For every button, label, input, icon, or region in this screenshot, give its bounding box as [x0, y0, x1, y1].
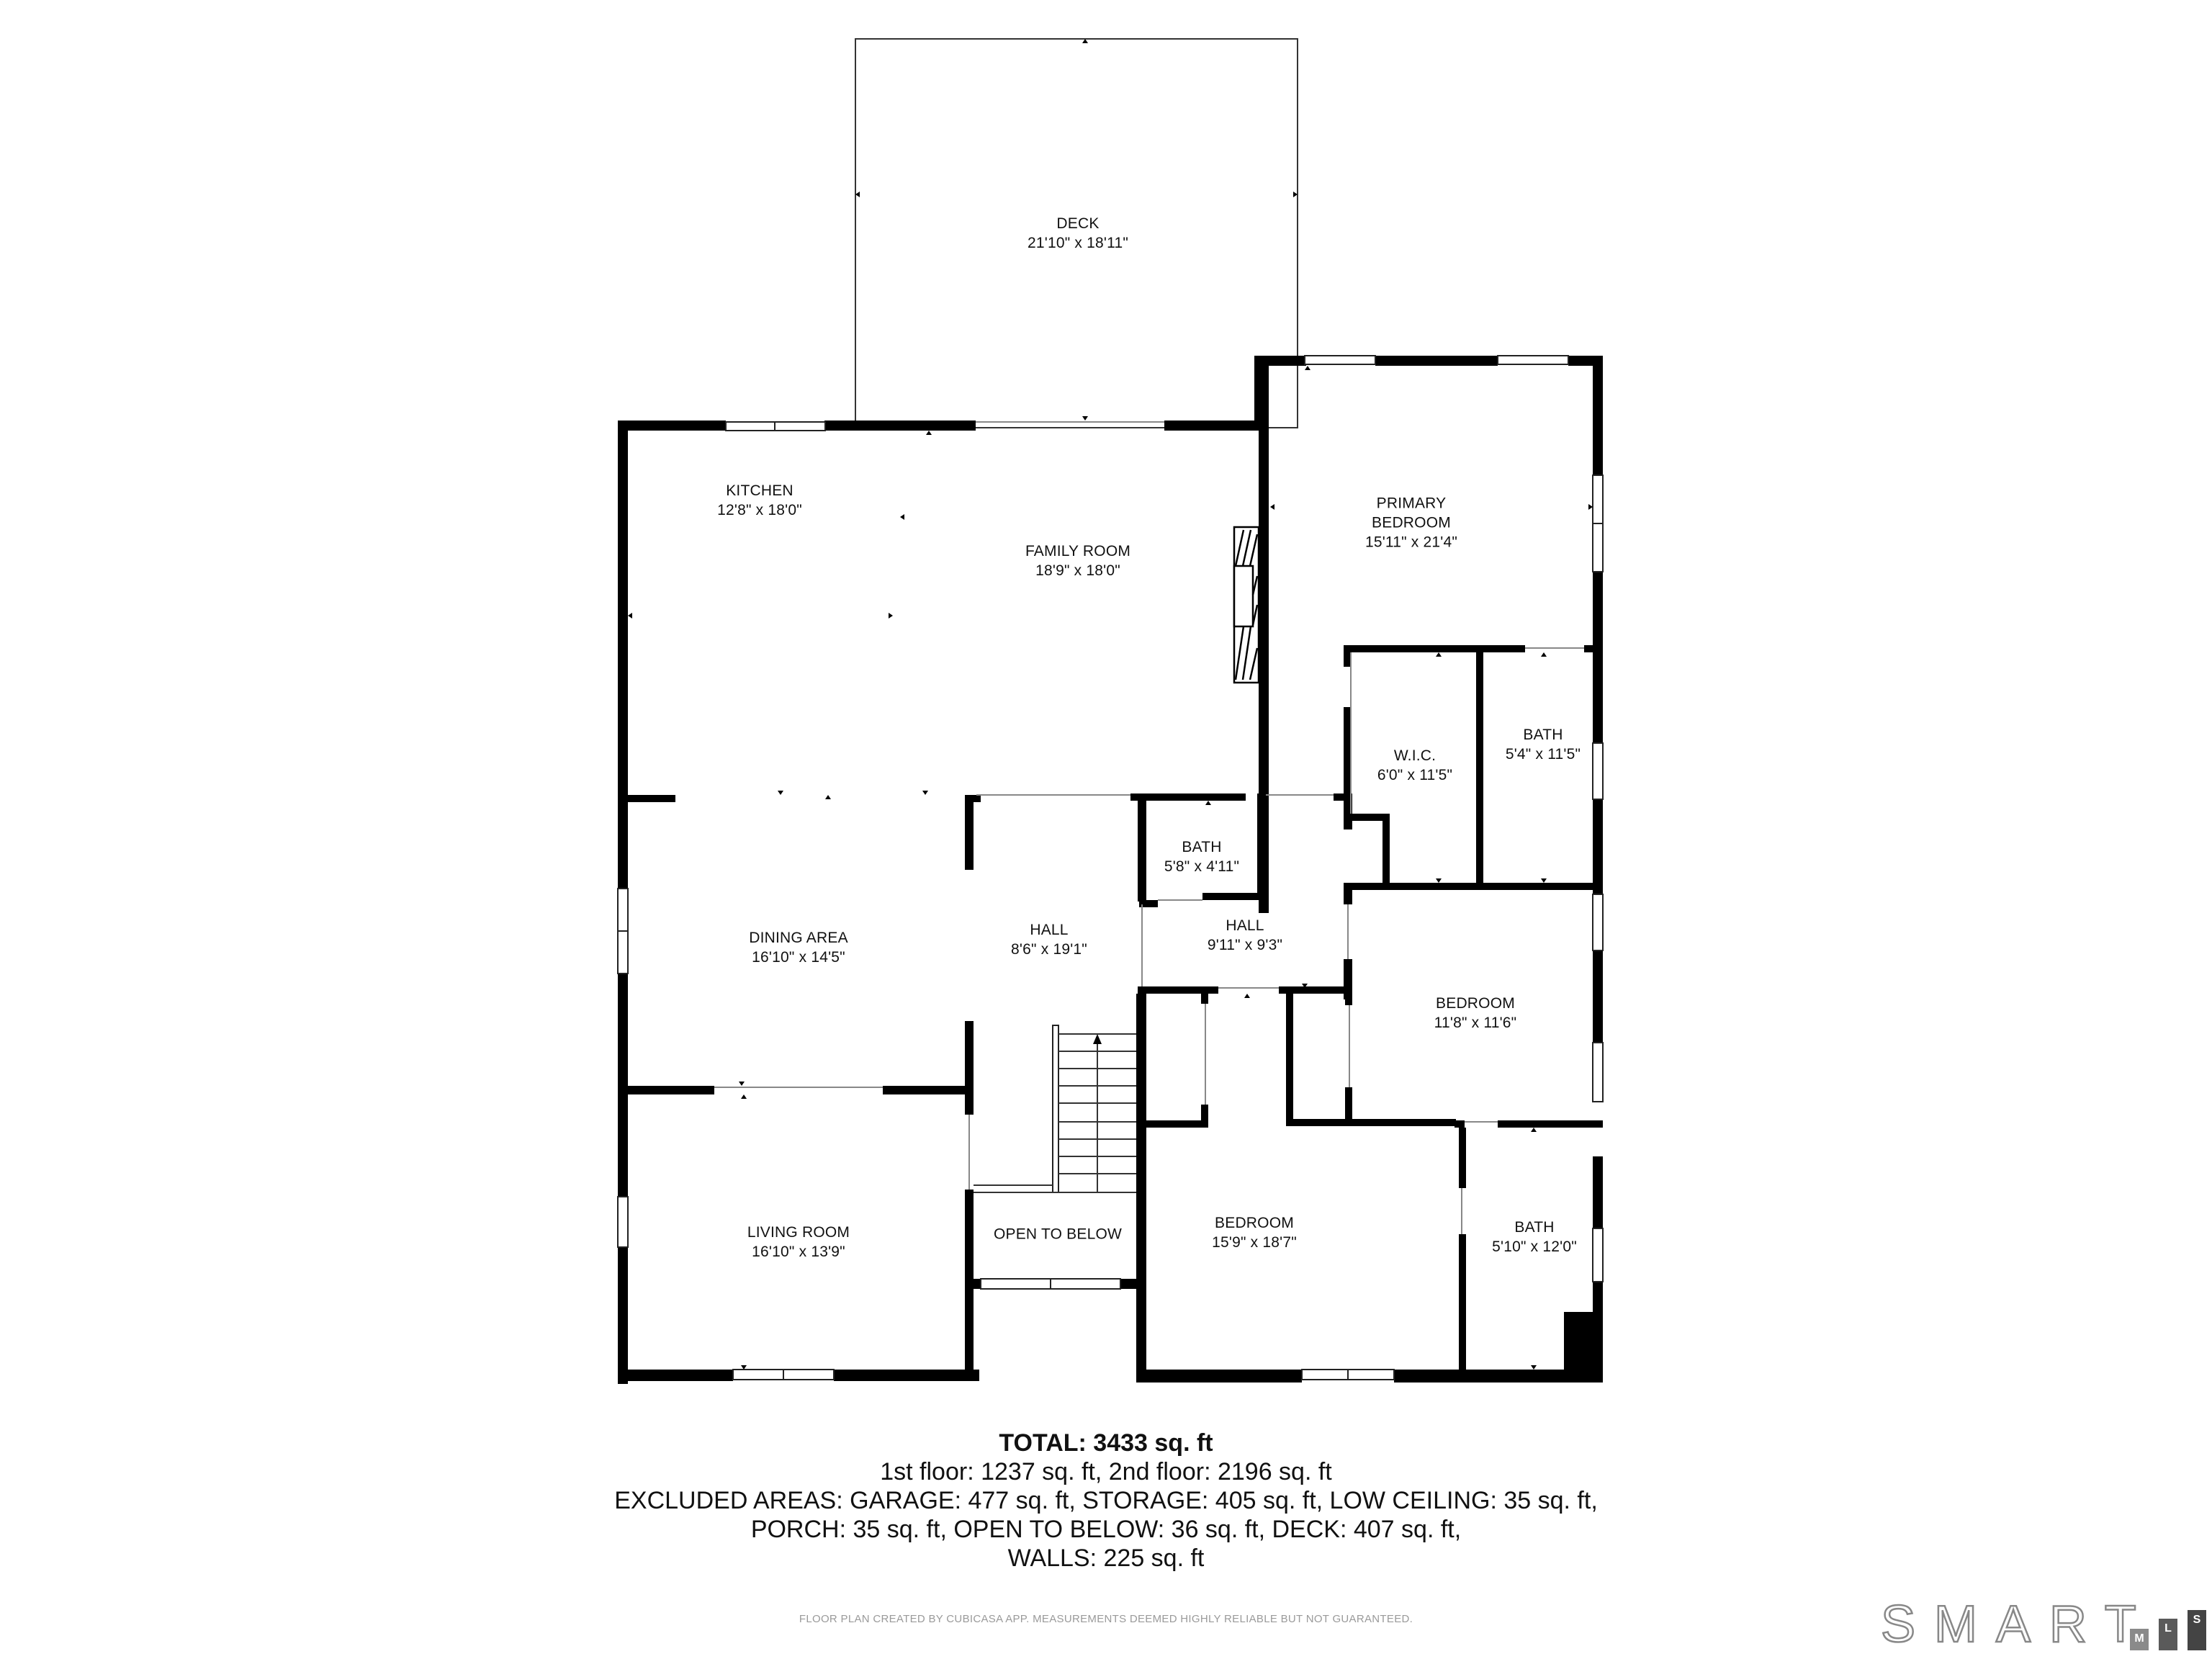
room-dims: 5'4" x 11'5": [1505, 746, 1581, 763]
area-summary: TOTAL: 3433 sq. ft 1st floor: 1237 sq. f…: [0, 1429, 2212, 1573]
walls: [618, 356, 1603, 1384]
stair-arrow-icon: [1093, 1034, 1102, 1044]
logo-bar-letter: S: [2193, 1614, 2201, 1626]
room-name: BATH: [1523, 727, 1563, 743]
room-dims: 5'8" x 4'11": [1164, 858, 1240, 875]
room-name: W.I.C.: [1393, 747, 1437, 764]
room-name-line1: PRIMARY: [1376, 495, 1447, 512]
room-dims: 11'8" x 11'6": [1434, 1015, 1517, 1031]
excluded-areas-line-1: EXCLUDED AREAS: GARAGE: 477 sq. ft, STOR…: [614, 1487, 1598, 1514]
room-dims: 6'0" x 11'5": [1377, 767, 1453, 783]
windows: [617, 355, 1604, 1380]
room-dims: 12'8" x 18'0": [717, 502, 802, 518]
room-name: BATH: [1514, 1219, 1555, 1236]
room-bath-3: BATH 5'10" x 12'0": [1492, 1218, 1577, 1256]
floor-areas: 1st floor: 1237 sq. ft, 2nd floor: 2196 …: [880, 1458, 1332, 1485]
room-dining-area: DINING AREA 16'10" x 14'5": [749, 928, 848, 967]
room-wic: W.I.C. 6'0" x 11'5": [1377, 746, 1452, 785]
logo-wordmark: SMART: [1880, 1595, 2155, 1655]
room-name: FAMILY ROOM: [1025, 543, 1131, 559]
room-deck: DECK 21'10" x 18'11": [1028, 214, 1128, 253]
room-name: LIVING ROOM: [747, 1224, 850, 1241]
measurement-markers: [628, 39, 1593, 1382]
room-hall-main: HALL 8'6" x 19'1": [1011, 920, 1087, 959]
room-name-line2: BEDROOM: [1372, 514, 1451, 531]
logo-bar-l: L: [2159, 1619, 2177, 1650]
logo-bar-s: S: [2188, 1610, 2206, 1650]
room-open-to-below: OPEN TO BELOW: [994, 1225, 1122, 1244]
room-name: DINING AREA: [749, 930, 848, 946]
logo-bar-letter: L: [2164, 1622, 2172, 1635]
room-living-room: LIVING ROOM 16'10" x 13'9": [747, 1223, 850, 1262]
room-kitchen: KITCHEN 12'8" x 18'0": [717, 481, 802, 520]
room-family-room: FAMILY ROOM 18'9" x 18'0": [1025, 541, 1130, 580]
excluded-areas-line-2: PORCH: 35 sq. ft, OPEN TO BELOW: 36 sq. …: [750, 1516, 1462, 1543]
smart-mls-logo: SMART M L S: [1880, 1595, 2212, 1655]
excluded-areas-line-3: WALLS: 225 sq. ft: [1007, 1545, 1205, 1572]
room-dims: 8'6" x 19'1": [1011, 941, 1087, 958]
room-bedroom-3: BEDROOM 15'9" x 18'7": [1212, 1213, 1297, 1252]
room-dims: 16'10" x 13'9": [752, 1244, 845, 1260]
fireplace: [1233, 526, 1260, 684]
room-name: BEDROOM: [1436, 995, 1515, 1012]
room-name: OPEN TO BELOW: [993, 1226, 1123, 1243]
room-dims: 15'9" x 18'7": [1212, 1234, 1297, 1251]
room-dims: 16'10" x 14'5": [752, 949, 845, 966]
room-dims: 21'10" x 18'11": [1028, 235, 1128, 251]
room-primary-bedroom: PRIMARY BEDROOM 15'11" x 21'4": [1365, 494, 1457, 552]
room-name: BEDROOM: [1215, 1215, 1294, 1231]
room-dims: 18'9" x 18'0": [1035, 562, 1120, 579]
room-primary-bath: BATH 5'4" x 11'5": [1506, 725, 1581, 764]
room-dims: 9'11" x 9'3": [1207, 937, 1283, 953]
logo-bar-m: M: [2130, 1629, 2149, 1650]
room-name: KITCHEN: [726, 482, 793, 499]
total-area: TOTAL: 3433 sq. ft: [999, 1429, 1213, 1457]
deck-outline: [855, 38, 1298, 428]
room-name: BATH: [1182, 839, 1222, 855]
room-name: HALL: [1226, 917, 1264, 934]
room-dims: 5'10" x 12'0": [1492, 1238, 1577, 1255]
room-hall-bath: BATH 5'8" x 4'11": [1164, 837, 1239, 876]
stairs: [974, 1025, 1136, 1193]
logo-bar-letter: M: [2134, 1632, 2144, 1645]
room-bedroom-2: BEDROOM 11'8" x 11'6": [1434, 994, 1517, 1033]
room-hall-upper: HALL 9'11" x 9'3": [1208, 916, 1282, 955]
room-name: HALL: [1030, 922, 1069, 938]
room-dims: 15'11" x 21'4": [1364, 534, 1458, 551]
room-name: DECK: [1056, 215, 1100, 232]
disclaimer-text: FLOOR PLAN CREATED BY CUBICASA APP. MEAS…: [799, 1613, 1413, 1625]
